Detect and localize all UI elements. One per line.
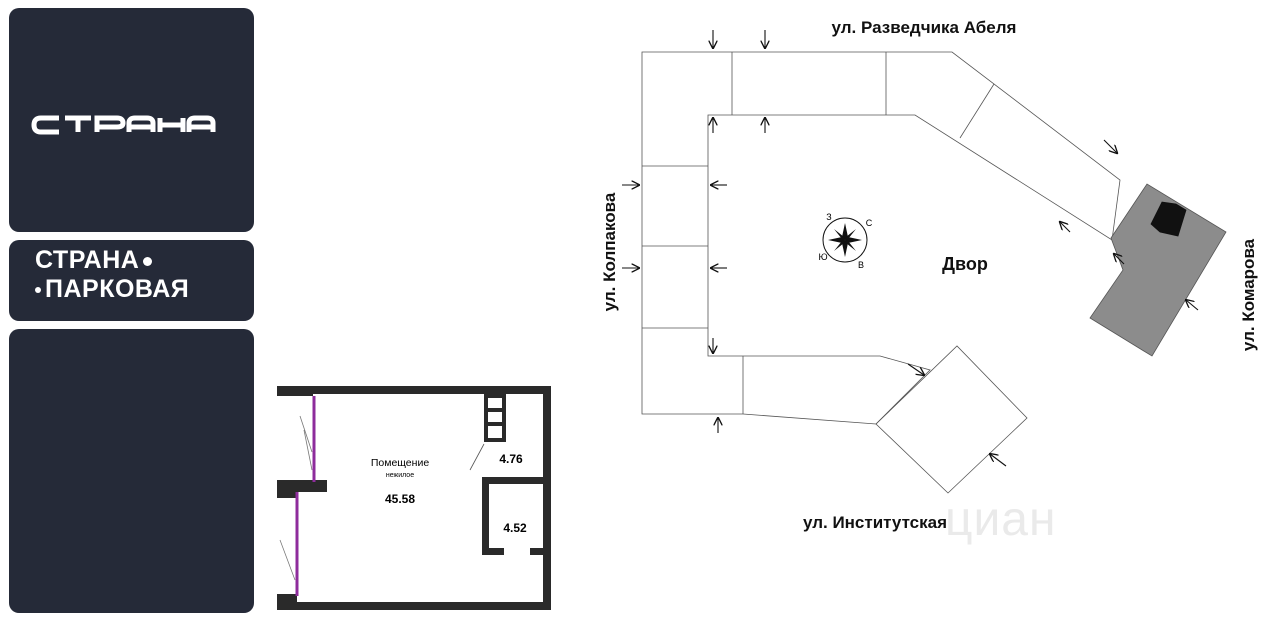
room-subtitle: нежилое <box>386 472 414 479</box>
shaft <box>484 392 506 442</box>
project-name-panel: СТРАНА ПАРКОВАЯ <box>9 240 254 321</box>
building-bottom-block <box>875 345 1028 494</box>
dot-icon <box>143 256 153 266</box>
wall-bottom <box>297 602 491 610</box>
watermark: циан <box>945 493 1057 546</box>
compass-icon: С В Ю З <box>818 212 872 270</box>
street-left-label: ул. Колпакова <box>600 192 619 311</box>
project-name: СТРАНА ПАРКОВАЯ <box>35 246 189 304</box>
site-plan <box>641 51 1227 494</box>
compass-south: Ю <box>818 252 827 262</box>
entrance-marker <box>1150 201 1187 237</box>
room-title: Помещение <box>371 457 429 469</box>
unit-floor-plan: Помещение нежилое 45.58 4.76 4.52 <box>277 386 551 610</box>
highlighted-building <box>1089 183 1227 357</box>
brand-logo-panel <box>9 8 254 232</box>
street-right-label: ул. Комарова <box>1239 238 1258 351</box>
entrance-arrows <box>622 30 1199 467</box>
street-bottom-label: ул. Институтская <box>803 513 947 532</box>
building-outline <box>641 51 1121 425</box>
entrance-doors <box>279 415 313 581</box>
street-top-label: ул. Разведчика Абеля <box>832 18 1017 37</box>
leader-line <box>469 443 485 471</box>
area-small-top: 4.76 <box>499 452 523 466</box>
courtyard-label: Двор <box>942 254 988 274</box>
brand-wordmark-logo <box>31 115 216 135</box>
area-small-bottom: 4.52 <box>503 521 527 535</box>
compass-west: З <box>826 212 831 222</box>
dot-icon <box>35 287 41 294</box>
main-area: 45.58 <box>385 492 415 506</box>
wall-top <box>277 386 551 394</box>
wall-partition <box>482 477 551 484</box>
wall-right <box>543 386 551 610</box>
project-name-line1: СТРАНА <box>35 246 140 274</box>
compass-east: В <box>858 260 864 270</box>
project-name-line2: ПАРКОВАЯ <box>45 275 190 303</box>
brand-empty-panel <box>9 329 254 613</box>
compass-north: С <box>866 218 873 228</box>
